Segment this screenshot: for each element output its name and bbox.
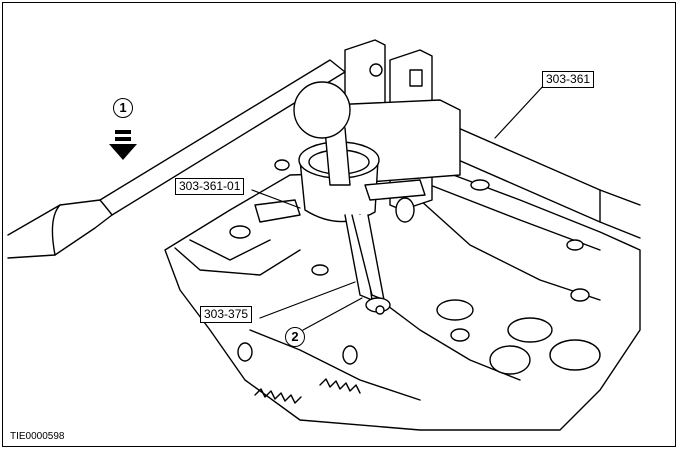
label-303-375: 303-375 (200, 306, 253, 323)
label-303-361: 303-361 (542, 71, 595, 88)
ball-knob (293, 81, 351, 186)
callout-2: 2 (285, 327, 305, 347)
label-303-361-01: 303-361-01 (175, 178, 245, 195)
figure-caption: TIE0000598 (10, 431, 65, 442)
down-arrow-icon (109, 130, 137, 160)
cylinder-head (164, 169, 641, 431)
callout-1: 1 (113, 98, 133, 118)
compressor-fork (344, 214, 391, 315)
figure-border (2, 2, 676, 447)
leader-lines (251, 83, 546, 331)
